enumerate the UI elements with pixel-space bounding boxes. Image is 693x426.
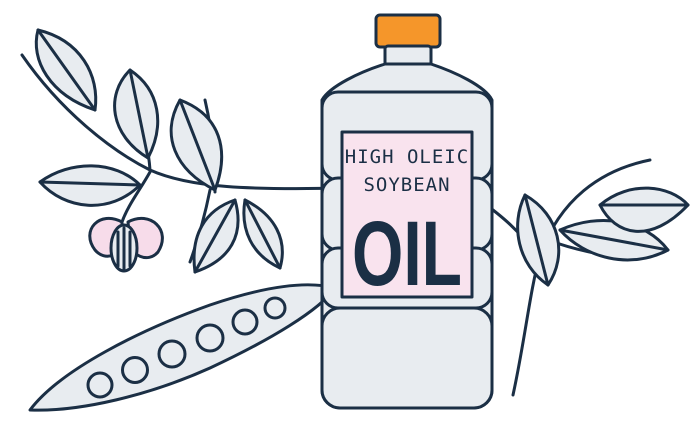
leaf bbox=[516, 193, 561, 287]
plant-stem-branch bbox=[120, 170, 152, 224]
label-line-2: SOYBEAN bbox=[363, 174, 450, 196]
leaf bbox=[113, 68, 160, 160]
soybean-flower-icon bbox=[88, 216, 164, 273]
pod-bean bbox=[231, 308, 259, 336]
soybean-pod-icon bbox=[28, 283, 337, 412]
pod-bean bbox=[195, 323, 225, 353]
pod-bean bbox=[86, 371, 114, 399]
label-line-1: HIGH OLEIC bbox=[345, 146, 469, 168]
bottle-label bbox=[340, 130, 474, 299]
leaf-vein bbox=[36, 28, 97, 112]
leaf-vein bbox=[243, 198, 282, 270]
leaf-vein bbox=[178, 98, 217, 192]
leaf-vein bbox=[558, 228, 670, 252]
label-line-3: OIL bbox=[352, 203, 462, 305]
bottle-segment bbox=[320, 306, 494, 410]
leaf-vein bbox=[128, 68, 150, 160]
leaf-vein bbox=[38, 180, 142, 187]
soybean-plant-icon bbox=[20, 28, 347, 274]
pod-bean bbox=[263, 296, 287, 320]
leaf-vein bbox=[523, 193, 550, 287]
pod-bean bbox=[157, 339, 187, 369]
pod-bean bbox=[121, 356, 149, 384]
bottle-cap bbox=[374, 13, 442, 49]
leaf-vein bbox=[193, 198, 237, 274]
leaf-sprig-icon bbox=[478, 158, 690, 397]
oil-bottle-icon bbox=[320, 13, 494, 410]
